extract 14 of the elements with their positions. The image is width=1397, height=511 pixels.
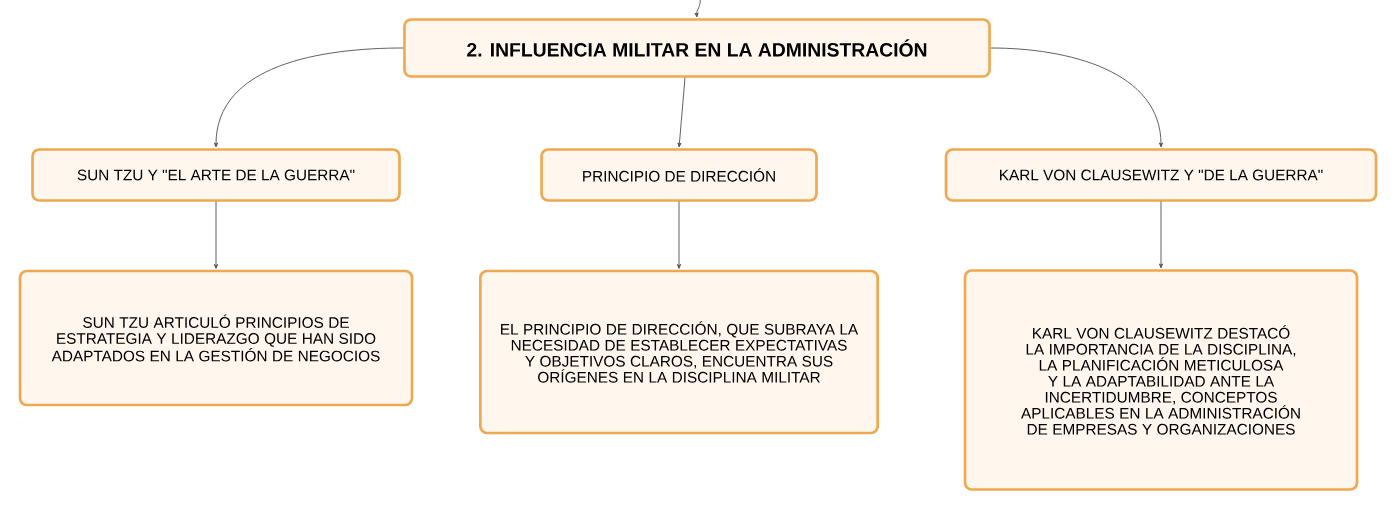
arrow (213, 201, 219, 269)
arrow (990, 47, 1164, 148)
arrow (694, 0, 701, 18)
arrow (677, 77, 686, 148)
arrow (213, 47, 404, 148)
description-box: EL PRINCIPIO DE DIRECCIÓN, QUE SUBRAYA LA NECESIDAD DE ESTABLECER EXPECTATIVAS Y OBJETIVOS CLAROS, ENCUENTRA SUS ORÍGENES EN LA DISCIPLINA MILITAR (479, 269, 879, 435)
topic-box: PRINCIPIO DE DIRECCIÓN (540, 148, 818, 202)
description-box: KARL VON CLAUSEWITZ DESTACÓ LA IMPORTANCIA DE LA DISCIPLINA, LA PLANIFICACIÓN METICULOSA Y LA ADAPTABILIDAD ANTE LA INCERTIDUMBRE, CONCEPTOS APLICABLES EN LA ADMINISTRACIÓN DE EMPRESAS Y ORGANIZACIONES (963, 269, 1359, 491)
arrow (676, 201, 682, 269)
arrow (1158, 201, 1164, 269)
topic-box: KARL VON CLAUSEWITZ Y "DE LA GUERRA" (944, 148, 1378, 202)
title-box: 2. INFLUENCIA MILITAR EN LA ADMINISTRACIÓN (403, 18, 991, 78)
description-box: SUN TZU ARTICULÓ PRINCIPIOS DE ESTRATEGIA Y LIDERAZGO QUE HAN SIDO ADAPTADOS EN LA GESTIÓN DE NEGOCIOS (18, 269, 414, 407)
topic-box: SUN TZU Y "EL ARTE DE LA GUERRA" (31, 148, 401, 202)
